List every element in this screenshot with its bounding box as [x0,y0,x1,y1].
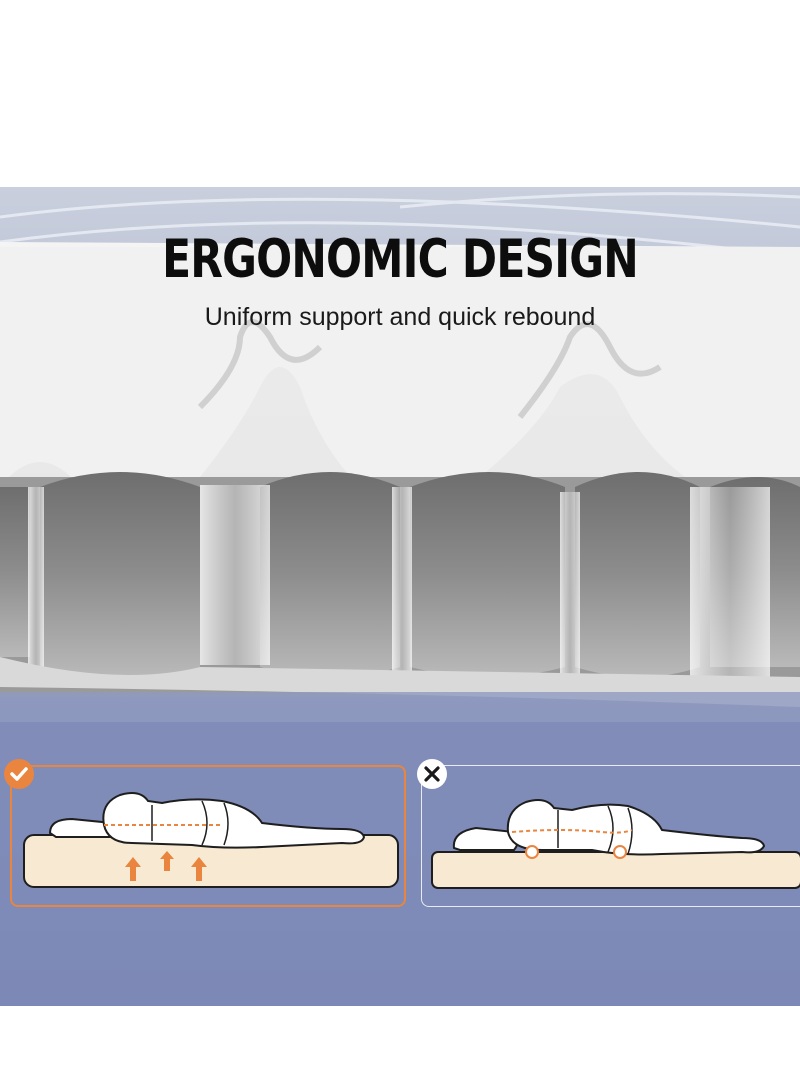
correct-sleep-illustration [23,792,399,888]
wrong-sleep-panel [421,765,800,907]
headline: ERGONOMIC DESIGN [162,229,639,290]
support-arrows [125,851,207,881]
mattress-spring-illustration [0,192,800,1006]
wrong-sleep-illustration [431,799,800,889]
product-banner: ERGONOMIC DESIGN Uniform support and qui… [0,187,800,1006]
correct-sleep-panel [10,765,406,907]
check-icon [4,759,34,789]
subheadline: Uniform support and quick rebound [204,303,596,331]
close-icon [417,759,447,789]
